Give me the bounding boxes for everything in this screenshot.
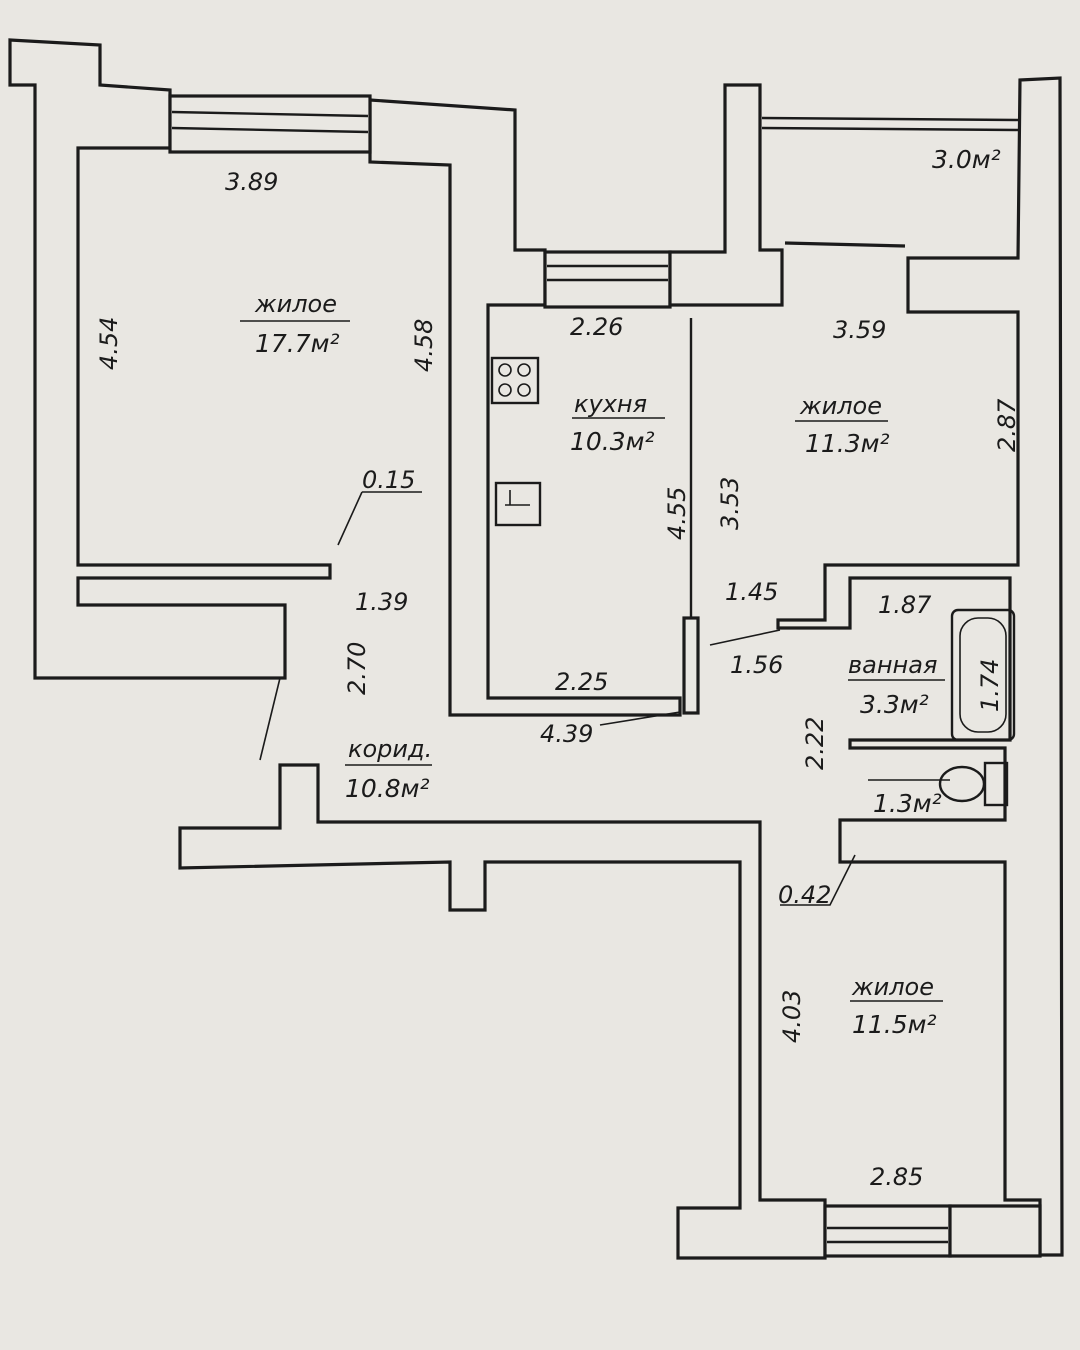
dim-454: 4.54 bbox=[95, 317, 123, 370]
dimension-labels: 3.89 4.54 4.58 0.15 1.39 2.70 2.26 4.55 … bbox=[95, 168, 1021, 1191]
window-frame-left bbox=[168, 94, 372, 154]
corridor-name: корид. bbox=[348, 735, 432, 763]
dim-270: 2.70 bbox=[343, 642, 371, 695]
dim-353: 3.53 bbox=[716, 477, 744, 530]
dim-015: 0.15 bbox=[362, 466, 415, 494]
dim-139: 1.39 bbox=[355, 588, 408, 616]
dim-225: 2.25 bbox=[555, 668, 608, 696]
balcony-door bbox=[784, 241, 906, 248]
living3-name: жилое bbox=[851, 973, 934, 1001]
partition-kitchen bbox=[682, 616, 700, 715]
bathroom-area: 3.3м² bbox=[860, 690, 929, 719]
dim-455: 4.55 bbox=[663, 487, 691, 540]
leaders bbox=[240, 320, 945, 1002]
dim-174: 1.74 bbox=[976, 659, 1004, 712]
living2-area: 11.3м² bbox=[805, 429, 890, 458]
wall-bedroom3-right bbox=[948, 1204, 1042, 1258]
bathroom-name: ванная bbox=[848, 651, 937, 679]
balcony-rail bbox=[761, 116, 1019, 132]
dim-156: 1.56 bbox=[730, 651, 783, 679]
dim-287: 2.87 bbox=[993, 398, 1021, 452]
toilet-area: 1.3м² bbox=[873, 789, 942, 818]
dim-439: 4.39 bbox=[540, 720, 593, 748]
wall-kitchen-right bbox=[668, 83, 784, 307]
dim-042: 0.42 bbox=[778, 881, 831, 909]
dim-145: 1.45 bbox=[725, 578, 778, 606]
kitchen-area: 10.3м² bbox=[570, 427, 655, 456]
dim-403: 4.03 bbox=[778, 990, 806, 1043]
window-pane-left-2 bbox=[171, 126, 369, 134]
walls bbox=[8, 38, 1064, 1260]
room-labels: жилое 17.7м² кухня 10.3м² жилое 11.3м² 3… bbox=[254, 145, 1001, 1039]
dim-226: 2.26 bbox=[570, 313, 623, 341]
dim-458: 4.58 bbox=[410, 319, 438, 372]
dim-359: 3.59 bbox=[833, 316, 886, 344]
bathtub-icon bbox=[950, 608, 1016, 742]
wall-corridor-bottom bbox=[178, 763, 827, 1260]
kitchen-name: кухня bbox=[574, 390, 647, 418]
living1-area: 17.7м² bbox=[255, 329, 340, 358]
dim-285: 2.85 bbox=[870, 1163, 923, 1191]
sink-icon bbox=[494, 481, 542, 527]
balcony-area: 3.0м² bbox=[932, 145, 1001, 174]
wall-top-middle bbox=[368, 98, 682, 717]
dim-222: 2.22 bbox=[801, 717, 829, 770]
dim-187: 1.87 bbox=[878, 591, 932, 619]
stove-icon bbox=[490, 356, 540, 405]
dim-389: 3.89 bbox=[225, 168, 278, 196]
corridor-area: 10.8м² bbox=[345, 774, 430, 803]
living3-area: 11.5м² bbox=[852, 1010, 937, 1039]
window-frame-bedroom3 bbox=[823, 1204, 952, 1258]
toilet-icon bbox=[938, 761, 1009, 807]
fixtures bbox=[490, 356, 1016, 807]
living2-name: жилое bbox=[799, 392, 882, 420]
living1-name: жилое bbox=[254, 290, 337, 318]
wall-left-outer bbox=[8, 38, 332, 680]
window-pane-left-1 bbox=[171, 110, 369, 118]
